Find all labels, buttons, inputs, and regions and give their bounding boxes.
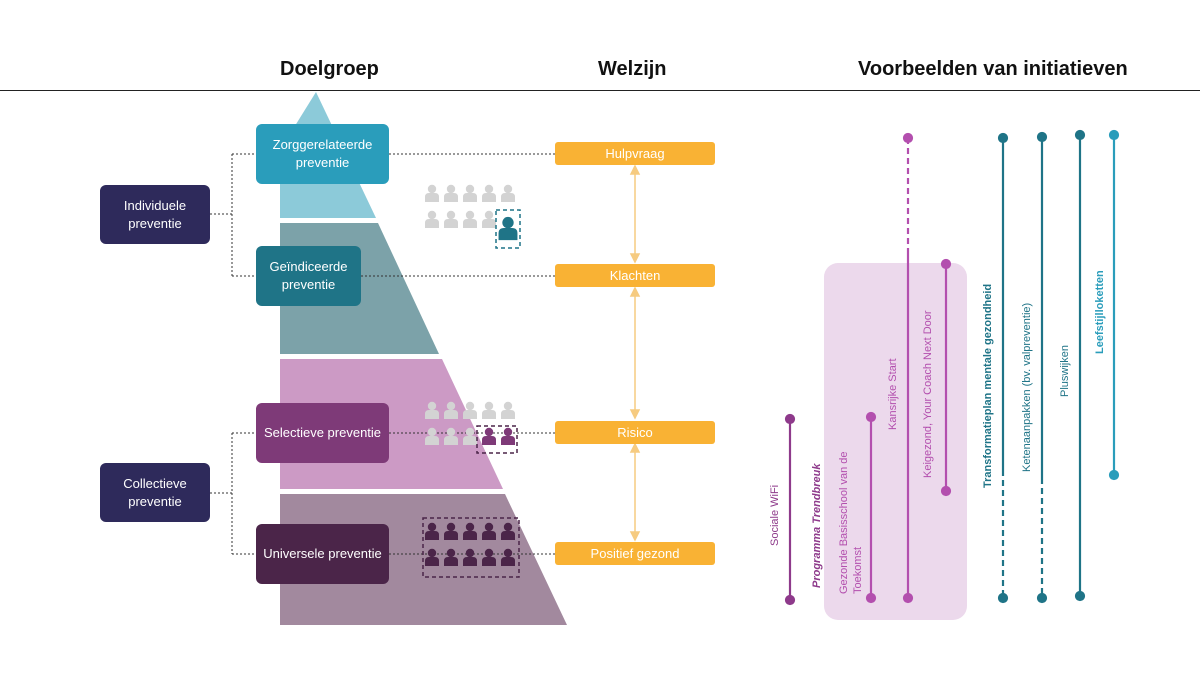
welzijn-arrows xyxy=(629,164,641,542)
initiative-transformatieplan: Transformatieplan mentale gezondheid xyxy=(982,283,994,488)
people-group-icon xyxy=(425,184,515,228)
initiative-keigezond: Keigezond, Your Coach Next Door xyxy=(922,310,934,478)
line-sociale-wifi xyxy=(784,413,796,606)
welzijn-risico: Risico xyxy=(555,421,715,444)
line-leefstijlloketten xyxy=(1108,129,1120,481)
group-collectieve-preventie: Collectieve preventie xyxy=(100,463,210,522)
level-geindiceerde-preventie: Geïndiceerde preventie xyxy=(256,246,361,306)
header-doelgroep: Doelgroep xyxy=(280,58,379,80)
group-connectors xyxy=(210,153,256,555)
initiative-lines xyxy=(784,129,1120,606)
level-universele-preventie: Universele preventie xyxy=(256,524,389,584)
line-transformatieplan xyxy=(997,132,1009,604)
header-welzijn: Welzijn xyxy=(598,58,667,80)
line-kansrijke-start xyxy=(902,132,914,604)
initiative-ketenaanpakken: Ketenaanpakken (bv. valpreventie) xyxy=(1021,302,1033,472)
people-group-universal-icon xyxy=(422,517,520,578)
header-voorbeelden: Voorbeelden van initiatieven xyxy=(858,58,1128,80)
group-individuele-preventie: Individuele preventie xyxy=(100,185,210,244)
level-selectieve-preventie: Selectieve preventie xyxy=(256,403,389,463)
header-divider xyxy=(0,90,1200,91)
line-pluswijken xyxy=(1074,129,1086,602)
welzijn-hulpvraag: Hulpvraag xyxy=(555,142,715,165)
initiative-sociale-wifi: Sociale WiFi xyxy=(769,484,781,546)
people-group-selective-icon xyxy=(425,401,518,454)
line-keigezond xyxy=(940,258,952,497)
level-zorggerelateerde-preventie: Zorggerelateerde preventie xyxy=(256,124,389,184)
initiative-programma-trendbreuk: Programma Trendbreuk xyxy=(811,463,823,588)
person-highlight-icon xyxy=(495,209,521,249)
welzijn-connectors xyxy=(361,153,555,555)
initiative-gezonde-basisschool: Gezonde Basisschool van de Toekomst xyxy=(837,424,865,594)
initiative-pluswijken: Pluswijken xyxy=(1059,345,1071,397)
initiatives-highlight xyxy=(824,263,967,620)
welzijn-klachten: Klachten xyxy=(555,264,715,287)
initiative-leefstijlloketten: Leefstijlloketten xyxy=(1094,270,1106,354)
welzijn-positief-gezond: Positief gezond xyxy=(555,542,715,565)
initiative-gezonde-basisschool-label: Gezonde Basisschool van de Toekomst xyxy=(838,451,864,594)
line-ketenaanpakken xyxy=(1036,131,1048,604)
initiative-kansrijke-start: Kansrijke Start xyxy=(887,358,899,430)
line-gezonde-basisschool xyxy=(865,411,877,604)
